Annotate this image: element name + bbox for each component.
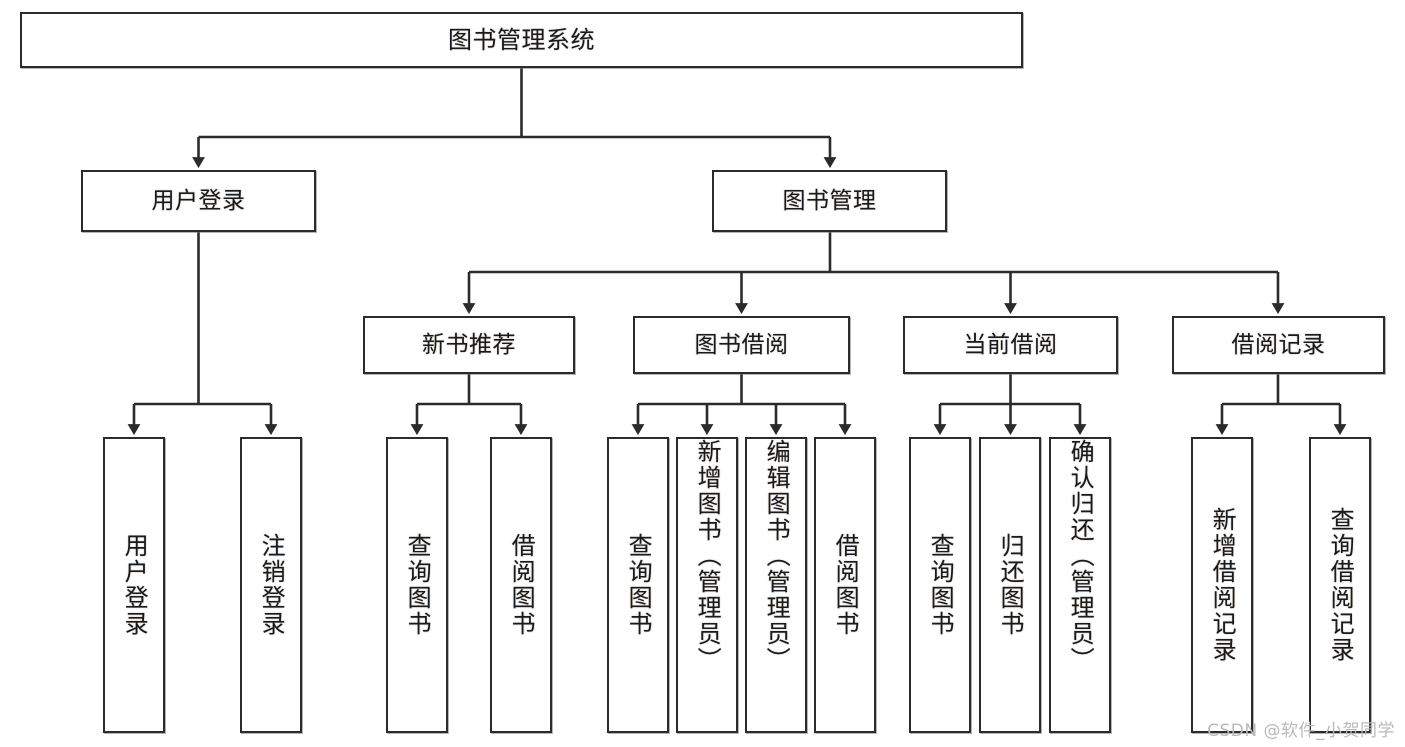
leaf-bb-query-book[interactable]: 查询图书 <box>607 437 669 733</box>
leaf-user-login[interactable]: 用户登录 <box>103 437 165 733</box>
leaf-br-add-record[interactable]: 新增借阅记录 <box>1191 437 1253 733</box>
edges <box>127 68 1347 436</box>
node-label: 查询图书 <box>926 533 955 637</box>
node-label: 查询图书 <box>403 533 432 637</box>
leaf-cb-query-book[interactable]: 查询图书 <box>909 437 971 733</box>
node-label: 借阅图书 <box>831 533 860 637</box>
node-label: 图书借阅 <box>694 331 789 358</box>
leaf-bb-borrow-book[interactable]: 借阅图书 <box>814 437 876 733</box>
node-label: 注销登录 <box>257 533 286 637</box>
node-label: 新增借阅记录 <box>1208 507 1237 663</box>
node-label: 编辑图书（管理员） <box>762 439 791 673</box>
leaf-nb-query-book[interactable]: 查询图书 <box>386 437 448 733</box>
node-current-borrow[interactable]: 当前借阅 <box>903 316 1118 374</box>
node-label: 新增图书（管理员） <box>693 439 722 673</box>
node-label: 图书管理系统 <box>448 26 595 54</box>
node-borrow-record[interactable]: 借阅记录 <box>1172 316 1385 374</box>
node-label: 借阅记录 <box>1231 331 1326 358</box>
node-root-library-system[interactable]: 图书管理系统 <box>20 12 1023 68</box>
node-book-borrow[interactable]: 图书借阅 <box>633 316 850 374</box>
leaf-bb-edit-book[interactable]: 编辑图书（管理员） <box>745 437 807 733</box>
node-new-book-recommend[interactable]: 新书推荐 <box>363 316 575 374</box>
leaf-br-query-record[interactable]: 查询借阅记录 <box>1309 437 1371 733</box>
node-label: 新书推荐 <box>422 331 516 358</box>
leaf-cb-confirm-return[interactable]: 确认归还（管理员） <box>1049 437 1111 733</box>
node-label: 归还图书 <box>996 533 1025 637</box>
node-label: 用户登录 <box>151 187 246 214</box>
node-label: 用户登录 <box>120 533 149 637</box>
node-user-login[interactable]: 用户登录 <box>81 170 316 232</box>
node-label: 借阅图书 <box>507 533 536 637</box>
leaf-bb-add-book[interactable]: 新增图书（管理员） <box>676 437 738 733</box>
node-book-management[interactable]: 图书管理 <box>712 170 947 232</box>
node-label: 确认归还（管理员） <box>1066 439 1095 673</box>
leaf-nb-borrow-book[interactable]: 借阅图书 <box>490 437 552 733</box>
node-label: 图书管理 <box>782 187 877 214</box>
node-label: 当前借阅 <box>963 331 1058 358</box>
leaf-cb-return-book[interactable]: 归还图书 <box>979 437 1041 733</box>
leaf-logout[interactable]: 注销登录 <box>240 437 302 733</box>
node-label: 查询图书 <box>624 533 653 637</box>
node-label: 查询借阅记录 <box>1326 507 1355 663</box>
